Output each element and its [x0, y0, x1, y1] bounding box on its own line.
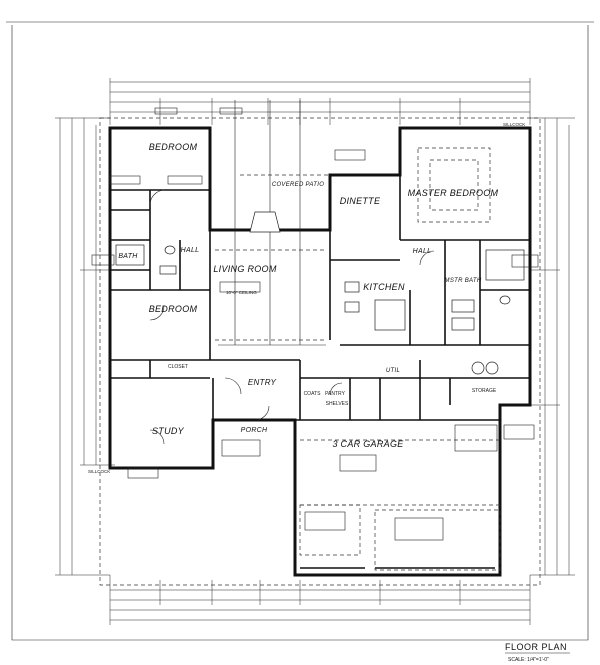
interior-walls — [110, 128, 530, 468]
fireplace — [249, 211, 281, 233]
room-label-shelves: SHELVES — [326, 401, 349, 407]
room-label-kitchen: KITCHEN — [363, 282, 405, 292]
top-dimension-lines — [109, 78, 531, 125]
ceiling-lines — [215, 147, 501, 571]
room-label-study: STUDY — [152, 426, 185, 436]
roof-overhang-line — [99, 117, 541, 586]
room-label-bath: BATH — [118, 253, 138, 260]
room-label-master-bedroom: MASTER BEDROOM — [408, 188, 499, 198]
annotation-marks — [91, 107, 539, 541]
bottom-dimension-lines — [109, 575, 531, 625]
sheet-border — [11, 25, 589, 641]
plumbing-fixtures — [115, 244, 525, 375]
room-label-bedroom-top: BEDROOM — [149, 142, 198, 152]
drawing-scale: SCALE: 1/4"=1'-0" — [508, 657, 549, 663]
room-label-bedroom-mid: BEDROOM — [149, 304, 198, 314]
note-sillcock-left: SILLCOCK — [88, 469, 110, 474]
note-ceiling-height: 10'-0" CEILING — [226, 290, 257, 295]
room-label-garage: 3 CAR GARAGE — [332, 439, 404, 449]
right-dimension-lines — [530, 117, 575, 576]
room-label-hall-left: HALL — [181, 247, 200, 254]
room-label-dinette: DINETTE — [340, 196, 381, 206]
room-label-porch: PORCH — [241, 427, 268, 434]
left-dimension-lines — [55, 117, 115, 576]
room-label-coats: COATS — [304, 391, 322, 397]
room-label-master-bath: MSTR BATH — [445, 278, 482, 284]
room-label-closet: CLOSET — [168, 364, 188, 370]
room-label-utility: UTIL — [386, 368, 400, 374]
drawing-title: FLOOR PLAN — [505, 642, 567, 652]
note-sillcock-right: SILLCOCK — [503, 122, 525, 127]
room-label-storage: STORAGE — [472, 388, 497, 394]
room-label-pantry: PANTRY — [325, 391, 345, 397]
room-label-hall-right: HALL — [413, 248, 432, 255]
door-swings — [149, 189, 435, 445]
room-label-living-room: LIVING ROOM — [213, 264, 277, 274]
room-label-entry: ENTRY — [248, 378, 277, 387]
room-label-covered-patio: COVERED PATIO — [272, 182, 324, 188]
